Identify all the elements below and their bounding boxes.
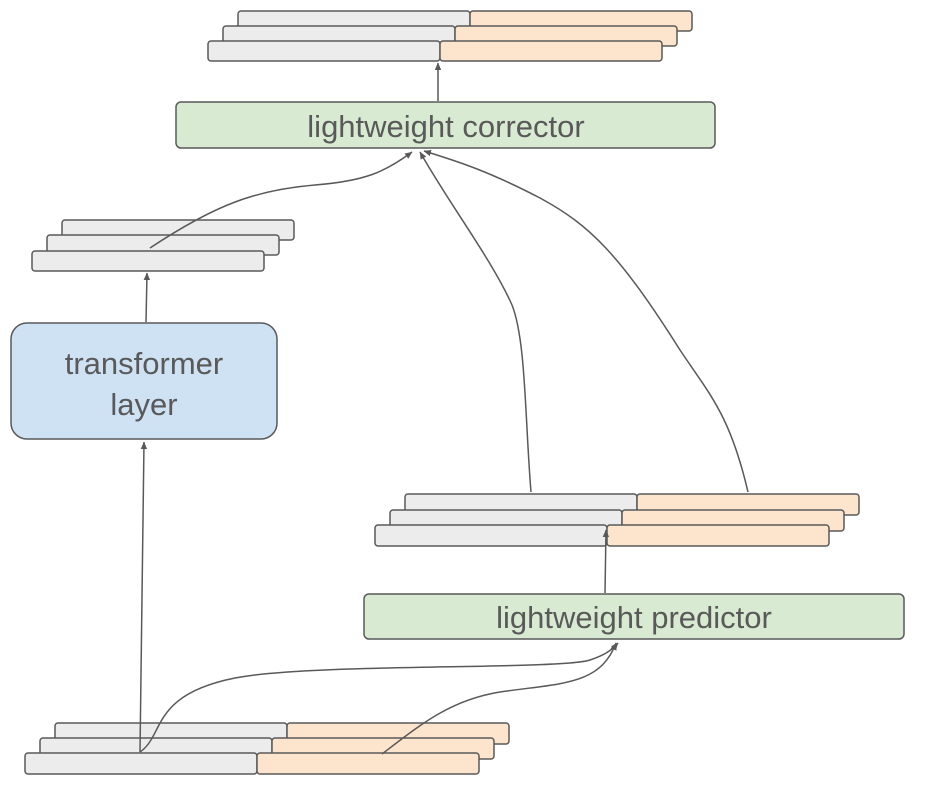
transformer-label-line1: transformer [65, 346, 223, 381]
connectors [139, 62, 749, 755]
token-bar-grey [207, 40, 441, 62]
arrow-predictor-to-output [602, 529, 610, 594]
predictor-output-stack [374, 493, 860, 547]
lightweight-corrector-label: lightweight corrector [307, 109, 584, 144]
token-bar-orange [256, 752, 480, 775]
token-bar-orange [439, 40, 663, 62]
arrow-predictor-output-left-to-corrector [419, 151, 532, 493]
arrow-transformer-output-to-corrector [149, 151, 413, 249]
lightweight-corrector-box: lightweight corrector [175, 101, 716, 149]
transformer-output-stack [31, 219, 295, 272]
arrow-predictor-output-right-to-corrector [423, 149, 749, 493]
lightweight-predictor-box: lightweight predictor [363, 593, 905, 640]
output-token-stack [207, 10, 693, 62]
lightweight-predictor-label: lightweight predictor [496, 600, 772, 635]
token-bar-grey [31, 250, 265, 272]
arrow-input-grey-to-predictor [139, 642, 619, 753]
arrow-input-to-transformer [139, 441, 148, 753]
arrow-transformer-to-output [143, 272, 151, 323]
token-bar-grey [24, 752, 258, 775]
token-bar-orange [606, 524, 830, 547]
input-token-stack [24, 722, 510, 775]
arrow-input-orange-to-predictor [381, 642, 617, 755]
transformer-layer-box: transformer layer [10, 322, 278, 440]
transformer-label-line2: layer [110, 387, 177, 422]
token-bar-grey [374, 524, 608, 547]
